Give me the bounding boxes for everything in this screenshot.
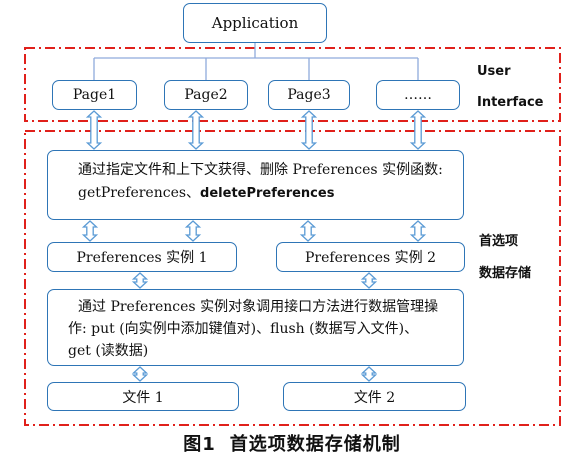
arrow-more-getbox (409, 110, 427, 150)
manage-box-line-2: 作: put (向实例中添加键值对)、flush (数据写入文件)、 (68, 321, 419, 337)
preferences-instance-1: Preferences 实例 1 (47, 242, 237, 272)
get-box-line-1: 通过指定文件和上下文获得、删除 Preferences 实例函数: (78, 162, 443, 178)
arrow-getbox-instance2-a (299, 220, 317, 242)
arrow-page2-getbox (187, 110, 205, 150)
user-label: User (477, 64, 511, 79)
get-preferences-text: getPreferences、 (78, 185, 201, 201)
data-storage-region (24, 130, 561, 426)
arrow-managebox-file2 (360, 366, 378, 382)
arrow-getbox-instance1-a (81, 220, 99, 242)
arrow-page1-getbox (85, 110, 103, 150)
get-box-line-2: getPreferences、deletePreferences (78, 182, 451, 205)
preferences-label: 首选项 (479, 234, 519, 249)
application-node: Application (183, 3, 327, 43)
page-node-2: Page2 (164, 80, 248, 110)
arrow-getbox-instance2-b (409, 220, 427, 242)
file-node-2: 文件 2 (283, 382, 466, 411)
page-node-3: Page3 (268, 80, 350, 110)
figure-number: 图1 (183, 434, 216, 455)
data-storage-label: 数据存储 (479, 266, 532, 281)
preferences-instance-2: Preferences 实例 2 (276, 242, 465, 272)
data-management-box: 通过 Preferences 实例对象调用接口方法进行数据管理操 作: put … (47, 289, 464, 366)
page-node-1: Page1 (52, 80, 137, 110)
interface-label: Interface (477, 95, 544, 110)
arrow-page3-getbox (300, 110, 318, 150)
figure-caption: 图1 首选项数据存储机制 (0, 430, 584, 456)
arrow-instance1-managebox (131, 272, 149, 289)
manage-box-line-3: get (读数据) (68, 343, 149, 359)
get-delete-preferences-box: 通过指定文件和上下文获得、删除 Preferences 实例函数: getPre… (47, 150, 464, 220)
file-node-1: 文件 1 (47, 382, 239, 411)
page-node-more: …… (376, 80, 460, 110)
figure-title: 首选项数据存储机制 (229, 434, 401, 455)
user-interface-region (24, 47, 561, 122)
arrow-getbox-instance1-b (184, 220, 202, 242)
manage-box-line-1: 通过 Preferences 实例对象调用接口方法进行数据管理操 (78, 299, 439, 315)
arrow-managebox-file1 (131, 366, 149, 382)
delete-preferences-text: deletePreferences (200, 186, 335, 201)
arrow-instance2-managebox (360, 272, 378, 289)
